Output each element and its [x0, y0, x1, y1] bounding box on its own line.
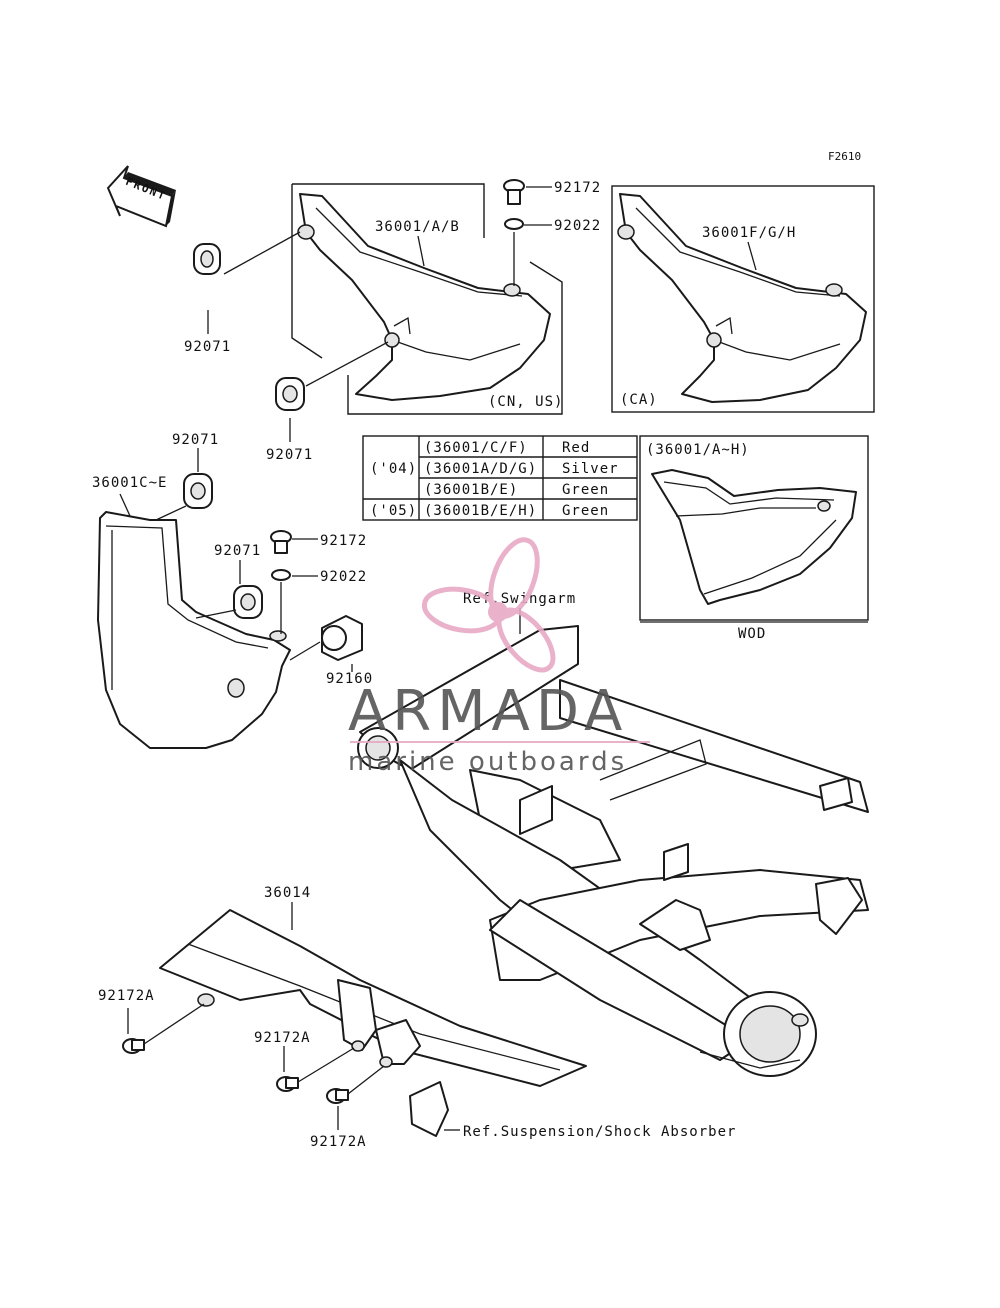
callout-92071-d: 92071 — [214, 543, 261, 559]
table-part: (36001A/D/G) — [424, 461, 537, 477]
table-color: Red — [562, 440, 590, 456]
table-year-04: ('04) — [370, 461, 417, 477]
color-table: ('04) ('05) (36001/C/F) (36001A/D/G) (36… — [362, 435, 638, 521]
screw-92172a-1 — [122, 1038, 145, 1054]
callout-92172-left: 92172 — [320, 533, 367, 549]
callout-92071-a: 92071 — [184, 339, 231, 355]
callout-36014: 36014 — [264, 885, 311, 901]
callout-36001-ce: 36001C~E — [92, 475, 167, 491]
table-part: (36001/C/F) — [424, 440, 528, 456]
table-part: (36001B/E) — [424, 482, 518, 498]
washer-92022-top — [504, 218, 524, 230]
callout-92172-top: 92172 — [554, 180, 601, 196]
screw-92172a-3 — [326, 1088, 349, 1104]
callout-92071-c: 92071 — [172, 432, 219, 448]
ref-suspension: Ref.Suspension/Shock Absorber — [463, 1124, 736, 1140]
screw-92172a-2 — [276, 1076, 299, 1092]
washer-92022-left — [271, 569, 291, 581]
chain-cover-36014 — [159, 909, 587, 1137]
market-ca: (CA) — [620, 392, 658, 408]
side-cover-ce — [97, 511, 291, 749]
grommet-92071-b — [275, 377, 305, 411]
side-cover-fgh-frame — [611, 185, 875, 413]
wod-caption: WOD — [738, 626, 766, 642]
table-color: Silver — [562, 461, 619, 477]
table-color: Green — [562, 503, 609, 519]
grommet-92071-d — [233, 585, 263, 619]
callout-92172a-1: 92172A — [98, 988, 155, 1004]
wod-box — [639, 435, 869, 621]
callout-36001-ab: 36001/A/B — [375, 219, 460, 235]
grommet-92071-a — [193, 243, 221, 275]
wod-decal — [651, 469, 857, 605]
callout-92160: 92160 — [326, 671, 373, 687]
side-cover-ab-frame — [291, 183, 563, 415]
swingarm — [357, 625, 869, 1077]
callout-36001-fgh: 36001F/G/H — [702, 225, 796, 241]
table-year-05: ('05) — [370, 503, 417, 519]
armada-logo: ARMADA marine outboards — [348, 537, 650, 777]
watermark-brand: ARMADA — [348, 679, 628, 744]
front-arrow-icon — [106, 165, 176, 228]
watermark-tagline: marine outboards — [348, 747, 627, 777]
side-cover-ab — [297, 193, 551, 401]
side-cover-fgh — [617, 193, 867, 403]
table-color: Green — [562, 482, 609, 498]
callout-92022-left: 92022 — [320, 569, 367, 585]
callout-92172a-2: 92172A — [254, 1030, 311, 1046]
figure-code: F2610 — [828, 150, 861, 163]
screw-92172-top — [503, 179, 525, 205]
wod-header: (36001/A~H) — [646, 442, 750, 458]
grommet-92071-c — [183, 473, 213, 509]
callout-92172a-3: 92172A — [310, 1134, 367, 1150]
market-cn-us: (CN, US) — [488, 394, 563, 410]
propeller-icon — [421, 537, 556, 673]
callout-92071-b: 92071 — [266, 447, 313, 463]
callout-92022-top: 92022 — [554, 218, 601, 234]
table-part: (36001B/E/H) — [424, 503, 537, 519]
screw-92172-left — [270, 530, 292, 554]
collar-92160 — [321, 615, 363, 661]
